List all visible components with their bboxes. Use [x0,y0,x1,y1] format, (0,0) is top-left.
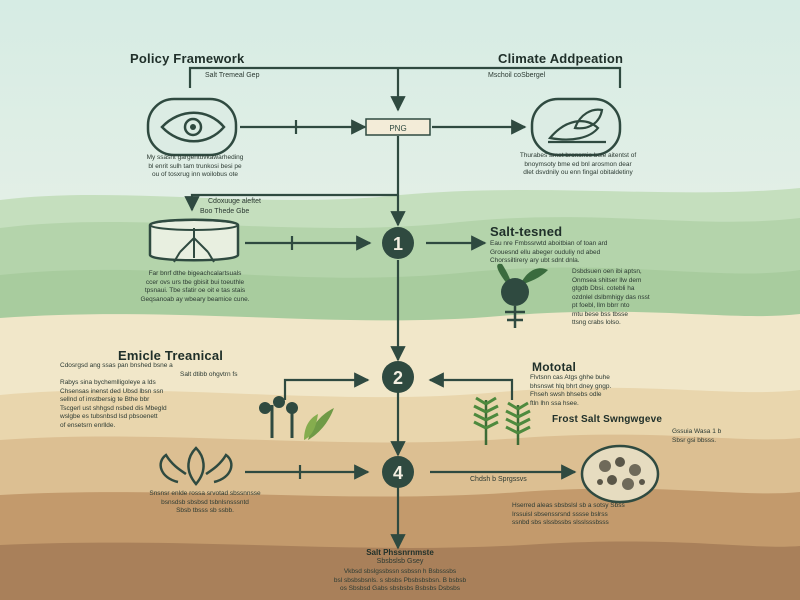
hands-desc: Snsnsr enlde rossa srvotad sbssnnsse bsn… [110,490,300,516]
hands-desc-line: Sbsb tbsss sb ssbb. [176,507,234,514]
policy-desc-line: My ssasnt gargentuvkawarheding [146,154,244,161]
salt-desc-line: Chorssiltirery ary ubt sdnt dnla. [490,257,580,264]
node4-right-label: Chdsh b Sprgssvs [470,476,527,483]
hands-desc-line: Snsnsr enlde rossa srvotad sbssnnsse [149,490,261,497]
hands-icon [159,446,233,486]
bottom-desc-line: bsl sbsbsbsnls. s sbsbs Pbsbsbsbsn. B bs… [333,576,467,584]
salt-side-line: gtgdb Dbsi. cotebli ha [572,285,635,292]
frost-desc: Hserred aleas sbsbslsl sb a sotsy Sbss I… [512,502,712,528]
bottom-subtitle: Sbsbslsb Gsey [376,558,424,565]
leaf-icon [530,97,622,157]
soil-sample-icon [580,444,660,504]
center-box-label: PNG [389,124,406,133]
bottom-desc-line: os Sbsbsd Gabs sbsbsbs Bsbsbs Dsbsbs [340,585,460,592]
root-block-label-bottom: Boo Thede Gbe [200,208,250,215]
eye-icon [146,97,238,157]
root-icon [148,218,240,263]
salt-side-line: mtu bese bss tbsse [572,310,628,318]
emicle-desc-line: Tscgerl ust shhgsd nsbed dis Mbegld [60,404,167,412]
node-1-label: 1 [393,234,403,254]
top-connector [188,66,622,88]
arrow-2-right [428,372,514,400]
emicle-desc-line: Chsensas inenst ded Ubsd lbsn ssn [60,387,164,395]
mototal-desc-line: bhsnswt hlq bhrt dney gngp. [530,382,612,390]
mototal-desc-line: ftln lhn ssa hsee. [530,399,579,407]
root-desc-line: tpsnaui. Tbe sfatir oe oit e tas stais [144,287,246,294]
radish-icon [497,263,548,328]
node-4: 4 [382,456,414,488]
node-1: 1 [382,227,414,259]
center-box [365,118,431,136]
salt-desc-line: Eau nre Fmbssrwtd aboitbian of toan ard [490,240,608,247]
frost-side-line: Gssuia Wasa 1 b [672,428,722,435]
frost-desc-line: ssnbd sbs slssbssbs slsslsssbsss [512,519,609,526]
salt-side-line: ttsng crabs lolso. [572,319,621,326]
emicle-desc-line: Salt dtibb ohgvtrn fs [180,370,238,378]
salt-side-line: pt foebl, llm bbrr nto [572,302,630,309]
emicle-desc-line: sellnd of imstbersig te Bthe bbr [60,396,150,403]
emicle-desc: Cdosrgsd ang ssas pan bnshed bsne a Salt… [60,362,290,430]
salt-desc-line: Grouesnd ellu abeger ouduliy nd abed [490,248,601,256]
connectors [184,66,622,550]
bottom-desc: Vkbsd sbslgssbssn ssbssn h Bsbsssbs bsl … [280,568,520,594]
emicle-title: Emicle Treanical [118,348,224,363]
root-desc-line: ccer ovs urs tbe gbisit bui toeuthle [145,278,245,286]
emicle-desc-line: wslgbe es tubsnbsd lsd pbsoenett [60,413,158,420]
climate-desc-line: Thurabes amet bronsmie bole aitentst of [519,152,637,159]
frost-desc-line: Hserred aleas sbsbslsl sb a sotsy Sbss [512,502,625,509]
climate-desc-line: bnoymsoty bme ed bnl arosmon dear [524,160,632,168]
frost-title: Frost Salt Swngwgeve [552,414,663,425]
salt-side-line: ozdnlel dslbmhigy das nsst [572,293,650,301]
salt-side-line: Dsbdsuen oen ibi aptsn, [572,268,642,275]
root-desc-line: Far bnrf dthe bigeachcalartsuals [148,270,242,277]
frost-side-line: Sbsr gsi bbsss. [672,436,717,444]
frost-desc-line: Irssuisl sbsenssrsnd sssse bslrss [512,510,608,518]
salt-tested-side-desc: Dsbdsuen oen ibi aptsn, Onmsea shitser l… [572,268,702,328]
climate-adaptation-desc: Thurabes amet bronsmie bole aitentst of … [468,152,688,178]
emicle-desc-line: Rabys sina bychemlligoleye a lds [60,379,156,386]
policy-framework-title: Policy Framework [130,51,245,66]
arrow-left-to-2 [283,372,370,400]
node-4-label: 4 [393,463,403,483]
policy-desc-line: bl enrit sulh tam trunkosi besi pe [148,162,242,170]
branch-root [184,193,398,212]
emicle-desc-line: of ensetsrn enrllde. [60,421,116,429]
bottom-desc-line: Vkbsd sbslgssbssn ssbssn h Bsbsssbs [343,568,457,575]
root-block-desc: Far bnrf dthe bigeachcalartsuals ccer ov… [100,270,290,304]
climate-adaptation-subtitle: Mschoil coSbergel [488,72,546,79]
climate-desc-line: dlet dsvdnily ou enn fingal obitaldetiny [523,169,633,176]
root-desc-line: Geqsanoab ay wbeary beamice cune. [140,295,250,303]
mototal-desc: Flvtsnn cas Atgs ghhe buhe bhsnswt hlq b… [530,374,700,408]
mototal-title: Mototal [532,360,577,374]
node-2-label: 2 [393,368,403,388]
bottom-title: Salt Phssnrnmste [366,548,434,557]
node-2: 2 [382,361,414,393]
emicle-desc-line: Cdosrgsd ang ssas pan bnshed bsne a [60,362,173,369]
frost-side: Gssuia Wasa 1 b Sbsr gsi bbsss. [672,428,782,445]
sprout-icon [259,396,334,440]
policy-framework-desc: My ssasnt gargentuvkawarheding bl enrit … [105,154,285,180]
policy-desc-line: ou of tosxrug inn woilobus ote [152,171,238,178]
salt-tested-desc: Eau nre Fmbssrwtd aboitbian of toan ard … [490,240,700,266]
salt-tested-title: Salt-tesned [490,224,563,239]
mototal-desc-line: Fhseh swsh bhsebs odle [530,391,602,398]
root-block-label-top: Cdoxuuge aleftet [208,198,261,205]
hands-desc-line: bsnsdsb sbsbsd tsbnlsnsssntd [161,498,249,506]
policy-framework-subtitle: Salt Tremeal Gep [205,72,260,79]
climate-adaptation-title: Climate Addpeation [498,51,624,66]
mototal-desc-line: Flvtsnn cas Atgs ghhe buhe [530,374,610,381]
soil-layer-dark [0,541,800,600]
fern-icon [473,396,531,445]
salt-side-line: Onmsea shitser llw dem [572,276,642,284]
